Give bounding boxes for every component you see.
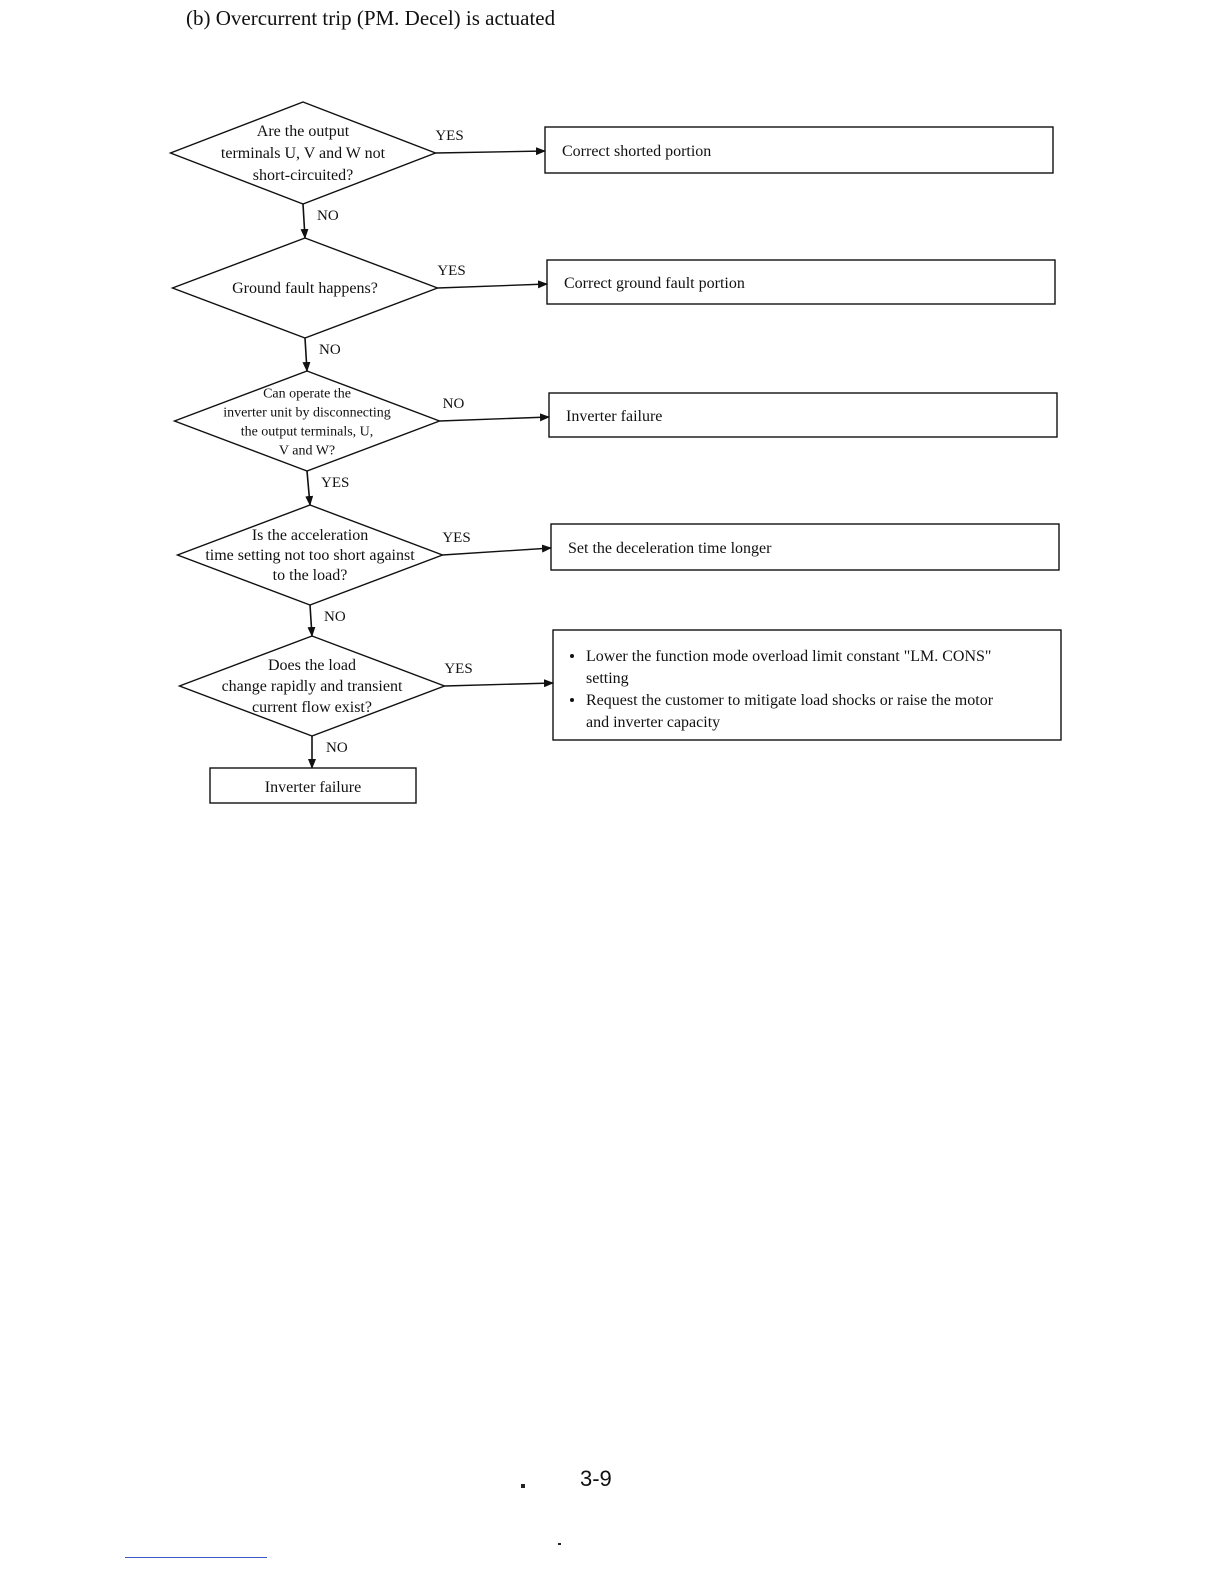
- action-text: setting: [586, 670, 629, 687]
- branch-label: YES: [442, 530, 470, 546]
- branch-label: YES: [435, 128, 463, 144]
- action-text: Inverter failure: [566, 408, 662, 425]
- decision-text: current flow exist?: [252, 699, 372, 716]
- decision-text: to the load?: [273, 567, 348, 584]
- down-arrow: [300, 203, 309, 239]
- branch-label: YES: [444, 661, 472, 677]
- decision-text: terminals U, V and W not: [221, 145, 386, 162]
- down-label: YES: [321, 475, 349, 491]
- branch-arrow: [444, 679, 554, 688]
- branch-label: YES: [437, 263, 465, 279]
- branch-arrow: [435, 147, 546, 156]
- down-label: NO: [324, 609, 346, 625]
- decision-text: Is the acceleration: [252, 527, 368, 544]
- decision-text: change rapidly and transient: [222, 678, 403, 695]
- decision-text: Ground fault happens?: [232, 280, 378, 297]
- decision-text: short-circuited?: [253, 167, 353, 184]
- action-text: Set the deceleration time longer: [568, 540, 772, 557]
- decision-text: the output terminals, U,: [241, 425, 374, 440]
- footer-rule: [125, 1557, 267, 1558]
- decision-text: Can operate the: [263, 387, 351, 402]
- terminal-box: [209, 767, 417, 804]
- branch-arrow: [439, 413, 550, 422]
- scan-mark: [521, 1484, 525, 1488]
- action-text: Correct ground fault portion: [564, 275, 745, 292]
- action-text: and inverter capacity: [586, 714, 720, 731]
- action-text: Request the customer to mitigate load sh…: [586, 692, 994, 709]
- branch-arrow: [437, 280, 548, 289]
- branch-label: NO: [443, 396, 465, 412]
- page-title: (b) Overcurrent trip (PM. Decel) is actu…: [186, 6, 556, 30]
- down-arrow: [302, 337, 311, 372]
- action-box: [544, 126, 1054, 174]
- page-number: 3-9: [580, 1466, 612, 1491]
- bullet-dot: [570, 654, 574, 658]
- decision-text: Does the load: [268, 657, 356, 674]
- down-label: NO: [317, 208, 339, 224]
- action-box: [552, 629, 1062, 741]
- terminal-text: Inverter failure: [265, 779, 361, 796]
- decision-text: time setting not too short against: [205, 547, 415, 564]
- decision-text: inverter unit by disconnecting: [223, 406, 391, 421]
- decision-text: Are the output: [257, 123, 350, 140]
- down-arrow: [307, 604, 316, 637]
- action-box: [546, 259, 1056, 305]
- action-box: [550, 523, 1060, 571]
- down-label: NO: [319, 342, 341, 358]
- action-text: Correct shorted portion: [562, 143, 711, 160]
- decision-text: V and W?: [279, 444, 335, 459]
- down-label: NO: [326, 740, 348, 756]
- branch-arrow: [442, 544, 552, 556]
- action-box: [548, 392, 1058, 438]
- action-text: Lower the function mode overload limit c…: [586, 648, 991, 665]
- scan-mark: [558, 1543, 561, 1545]
- down-arrow: [305, 470, 314, 506]
- bullet-dot: [570, 698, 574, 702]
